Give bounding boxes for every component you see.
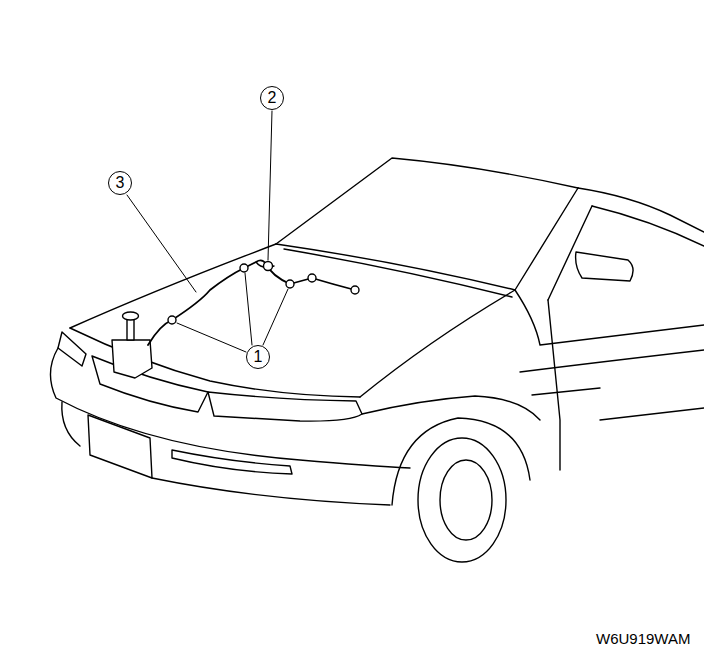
body-crease: [520, 350, 704, 372]
headlight: [208, 392, 362, 421]
callout-number: 1: [246, 345, 270, 369]
leader-line: [127, 195, 196, 292]
washer-tank: [112, 340, 152, 378]
windshield-frame: [276, 158, 578, 244]
leader-line: [263, 289, 288, 345]
hose-clip: [286, 280, 294, 288]
tank-cap: [123, 312, 139, 320]
tank-neck: [127, 318, 134, 340]
wheel: [418, 438, 506, 562]
door-line: [548, 300, 560, 470]
side-molding: [600, 408, 704, 420]
washer-hose: [148, 260, 355, 345]
license-plate: [88, 415, 152, 478]
fender: [362, 396, 540, 420]
leader-line: [268, 111, 272, 260]
wheel-rim: [440, 460, 492, 540]
wheel-arch: [392, 418, 530, 505]
leader-line: [177, 323, 246, 352]
bumper: [50, 348, 410, 468]
hose-clip: [240, 264, 248, 272]
a-pillar: [515, 188, 578, 290]
bumper: [62, 402, 80, 446]
callout-number: 3: [108, 171, 132, 195]
callout-number: 2: [260, 86, 284, 110]
washer-nozzle: [351, 286, 359, 294]
hood-front: [70, 328, 360, 397]
windshield-base: [276, 244, 515, 290]
joint-pipe: [264, 262, 273, 271]
fender-crease: [360, 290, 515, 397]
washer-nozzle: [308, 274, 316, 282]
headlight: [58, 332, 86, 366]
hood-edge: [70, 244, 276, 328]
body-line: [515, 290, 704, 345]
roof-line: [578, 188, 704, 232]
bumper-lower: [152, 478, 390, 505]
figure-code: W6U919WAM: [596, 630, 690, 647]
hose-clip: [168, 316, 176, 324]
leader-line: [245, 273, 252, 345]
cowl-line: [284, 249, 512, 297]
side-mirror: [576, 252, 633, 281]
side-window: [592, 206, 704, 246]
side-marker: [532, 388, 600, 395]
fog-light: [172, 450, 292, 474]
